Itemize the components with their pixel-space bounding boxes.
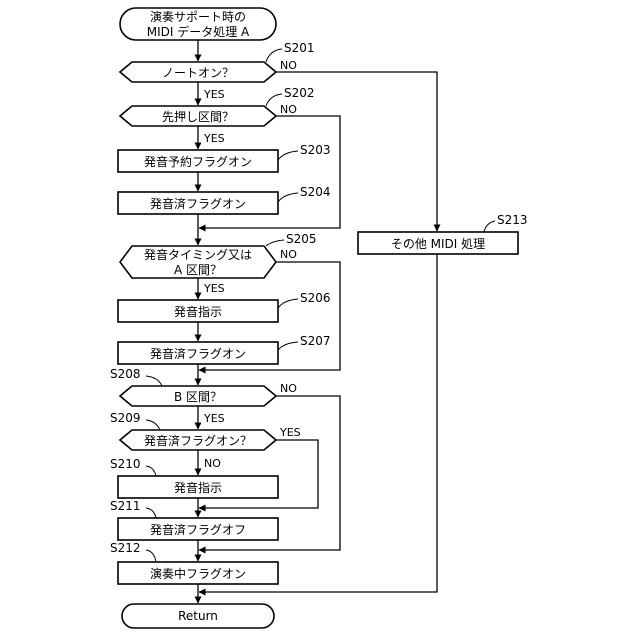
step-label-s211: S211 [110, 499, 141, 513]
decision-s209-text: 発音済フラグオン？ [144, 433, 252, 448]
leader-s204 [278, 193, 298, 202]
process-s210-text: 発音指示 [174, 480, 222, 495]
branch-label-s208-no: NO [280, 382, 297, 395]
process-s213-text: その他 MIDI 処理 [391, 237, 485, 251]
leader-s206 [278, 299, 298, 308]
branch-label-s202-yes: YES [203, 132, 225, 145]
branch-label-s202-no: NO [280, 103, 297, 116]
step-label-s208: S208 [110, 367, 141, 381]
step-label-s204: S204 [300, 185, 331, 199]
step-label-s213: S213 [497, 213, 528, 227]
leader-s212 [146, 550, 156, 562]
branch-label-s201-yes: YES [203, 88, 225, 101]
step-label-s202: S202 [284, 86, 315, 100]
leader-s209 [146, 420, 160, 430]
step-label-s209: S209 [110, 411, 141, 425]
leader-s207 [278, 342, 298, 350]
step-label-s201: S201 [284, 41, 315, 55]
step-label-s210: S210 [110, 457, 141, 471]
branch-label-s205-yes: YES [203, 282, 225, 295]
branch-label-s201-no: NO [280, 59, 297, 72]
step-label-s206: S206 [300, 291, 331, 305]
step-label-s212: S212 [110, 541, 141, 555]
decision-s205-text-line2: A 区間？ [174, 263, 222, 277]
leader-s210 [146, 466, 156, 476]
decision-s205-text-line1: 発音タイミング又は [144, 247, 252, 262]
process-s204-text: 発音済フラグオン [150, 196, 246, 211]
step-label-s207: S207 [300, 334, 331, 348]
process-s211-text: 発音済フラグオフ [150, 522, 246, 537]
decision-s201-text: ノートオン？ [162, 66, 234, 80]
leader-s208 [146, 376, 162, 386]
leader-s213 [484, 221, 495, 232]
decision-s208-text: B 区間？ [174, 390, 222, 404]
step-label-s203: S203 [300, 143, 331, 157]
branch-label-s209-yes: YES [279, 426, 301, 439]
process-s203-text: 発音予約フラグオン [144, 154, 252, 169]
leader-s205 [266, 240, 284, 246]
decision-s202-text: 先押し区間？ [162, 110, 234, 124]
return-text: Return [178, 609, 218, 623]
start-title-line1: 演奏サポート時の [150, 9, 246, 24]
process-s207-text: 発音済フラグオン [150, 346, 246, 361]
branch-label-s208-yes: YES [203, 412, 225, 425]
leader-s211 [146, 508, 156, 518]
branch-label-s209-no: NO [204, 457, 221, 470]
process-s206-text: 発音指示 [174, 304, 222, 319]
process-s212-text: 演奏中フラグオン [150, 566, 246, 581]
start-title-line2: MIDI データ処理 A [147, 24, 250, 39]
leader-s203 [278, 151, 298, 160]
step-label-s205: S205 [286, 232, 317, 246]
branch-label-s205-no: NO [280, 248, 297, 261]
